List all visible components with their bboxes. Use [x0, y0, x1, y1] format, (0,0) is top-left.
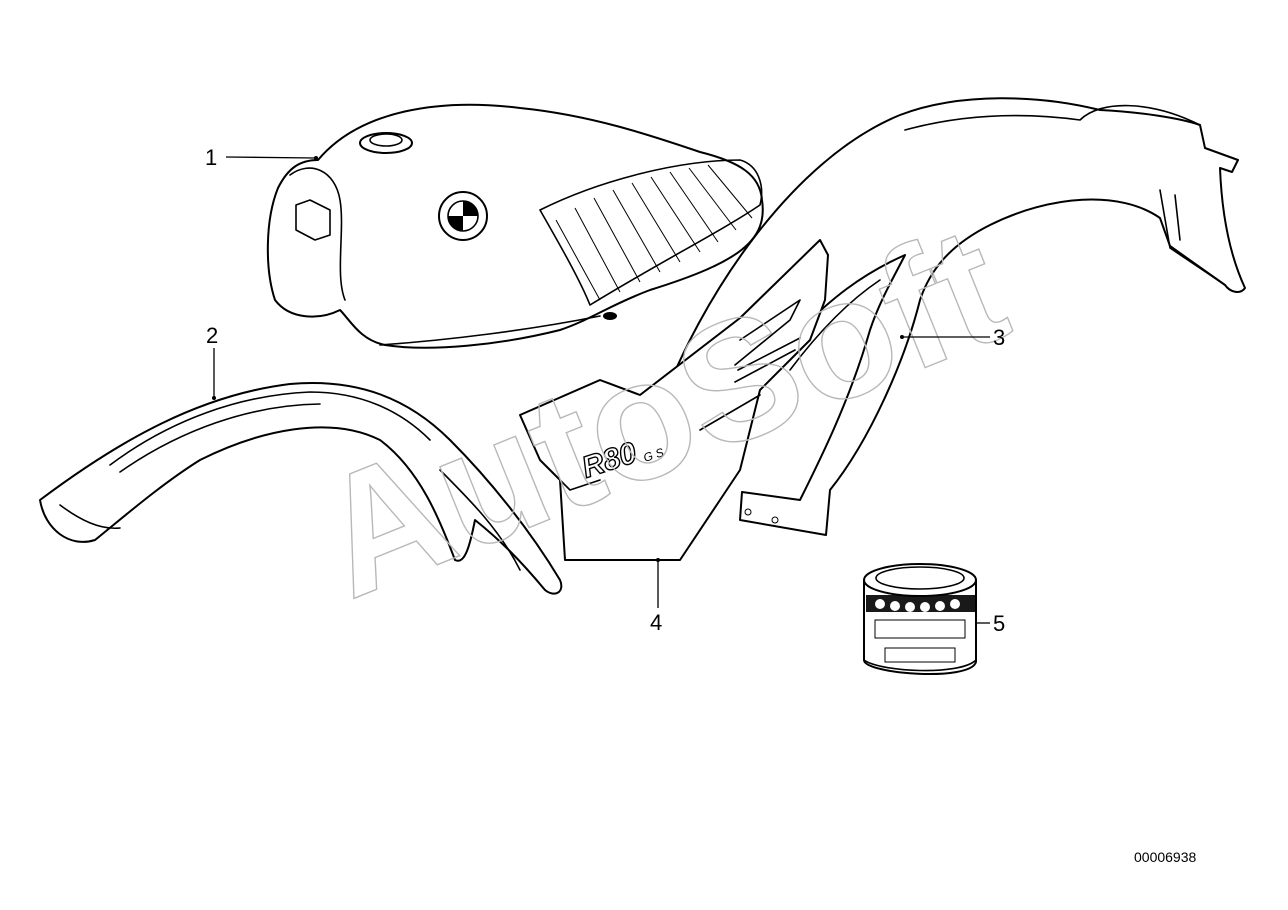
leader-line-1: [225, 156, 317, 159]
callout-3: 3: [993, 325, 1005, 350]
document-number: 00006938: [1134, 849, 1197, 865]
callout-4: 4: [650, 610, 662, 635]
paint-can[interactable]: [863, 563, 977, 676]
model-badge-suffix: G S: [642, 445, 666, 465]
fuel-tank[interactable]: [266, 103, 764, 349]
front-fender[interactable]: [39, 382, 563, 595]
side-panel[interactable]: [519, 239, 829, 561]
leader-lines: [212, 156, 990, 624]
rear-fender[interactable]: [659, 97, 1246, 536]
callout-1: 1: [205, 145, 217, 170]
callout-5: 5: [993, 611, 1005, 636]
callout-2: 2: [206, 323, 218, 348]
